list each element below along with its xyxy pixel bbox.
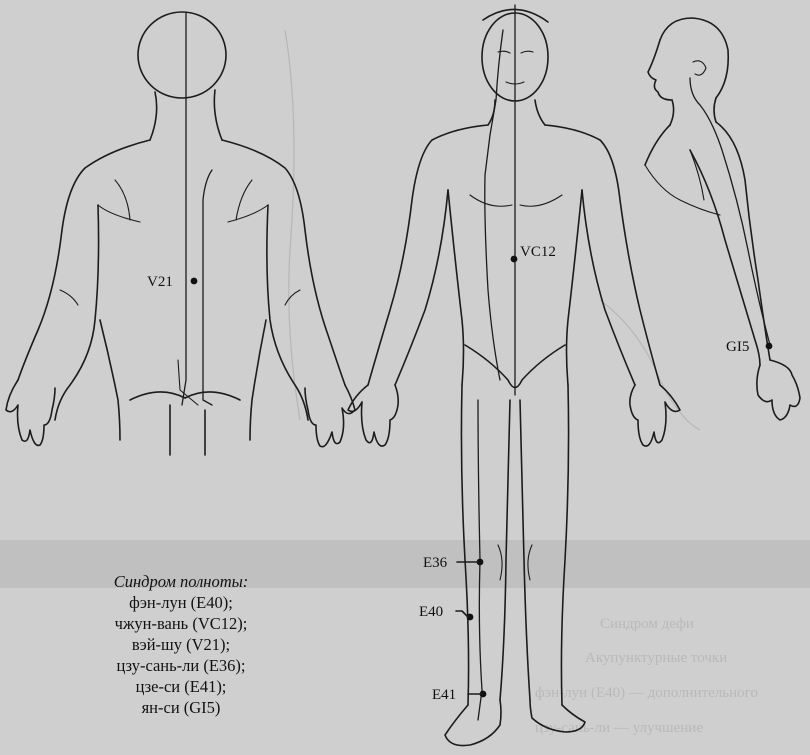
legend-item: вэй-шу (V21);: [66, 634, 296, 655]
back-left-flank: [100, 320, 120, 440]
back-right-arm-outer: [222, 140, 345, 385]
point-v21: [191, 278, 198, 285]
front-left-hand: [348, 385, 398, 446]
point-gi5: [766, 343, 773, 350]
front-left-foot: [445, 700, 501, 746]
side-ear: [693, 61, 706, 75]
bleed-line-2: Акупунктурные точки: [585, 650, 727, 666]
back-view-figure: V21: [6, 12, 355, 455]
back-right-elbow: [285, 290, 300, 305]
back-head: [138, 12, 226, 98]
back-left-scapula: [98, 205, 140, 222]
back-buttocks: [130, 392, 240, 400]
legend-item: фэн-лун (E40);: [66, 592, 296, 613]
front-right-eye: [521, 51, 533, 53]
back-right-scapula-edge: [236, 180, 252, 220]
back-left-hand: [6, 380, 55, 445]
label-vc12: VC12: [520, 244, 556, 260]
legend-item: цзу-сань-ли (E36);: [66, 655, 296, 676]
legend-item: чжун-вань (VC12);: [66, 613, 296, 634]
legend-item: ян-си (GI5): [66, 697, 296, 718]
leader-e40: [456, 611, 468, 617]
back-right-flank: [250, 320, 266, 440]
bleed-arm-outline: [600, 300, 700, 430]
side-hand: [757, 360, 800, 420]
front-left-pectoral: [470, 195, 512, 206]
label-e36: E36: [423, 555, 448, 571]
side-meridian-large-intestine: [690, 78, 770, 345]
label-v21: V21: [147, 274, 173, 290]
front-torso-right: [567, 190, 583, 385]
back-right-hand: [305, 385, 355, 447]
front-torso-left: [448, 190, 464, 385]
front-view-figure: VC12 E36 E40 E41: [348, 5, 680, 746]
front-right-pectoral: [520, 195, 562, 206]
side-neck-back: [714, 98, 716, 122]
side-face: [648, 40, 672, 100]
back-right-arm-inner: [267, 205, 308, 420]
side-view-figure: GI5: [645, 18, 800, 420]
bleed-line-4: цзу-сань-ли — улучшение: [535, 720, 703, 736]
back-meridian-center: [182, 12, 186, 405]
back-neck-left: [150, 92, 157, 140]
point-vc12: [511, 256, 518, 263]
bleed-line-3: фэн-лун (E40) — дополнительного: [535, 685, 758, 701]
bleed-figure-outline: [285, 30, 300, 420]
front-right-hand: [630, 385, 680, 446]
back-left-arm-outer: [18, 140, 150, 380]
back-neck-right: [214, 90, 222, 140]
side-chest: [645, 125, 670, 165]
back-meridian-bladder: [203, 170, 212, 405]
front-left-arm-inner: [395, 190, 448, 385]
legend-title: Синдром полноты:: [66, 571, 296, 592]
label-e40: E40: [419, 604, 443, 620]
back-sacrum-line: [178, 360, 198, 405]
bleed-line-1: Синдром дефи: [600, 616, 694, 632]
label-e41: E41: [432, 687, 456, 703]
side-neck-front: [670, 100, 674, 125]
legend-item: цзе-си (E41);: [66, 676, 296, 697]
back-left-scapula-edge: [115, 180, 130, 220]
front-left-arm-outer: [368, 125, 488, 385]
label-gi5: GI5: [726, 339, 749, 355]
front-right-arm-inner: [582, 190, 635, 385]
side-head-back: [660, 18, 728, 98]
back-right-scapula: [228, 205, 268, 222]
back-left-elbow: [60, 290, 78, 305]
legend-block: Синдром полноты: фэн-лун (E40); чжун-ван…: [66, 571, 296, 718]
front-neck-right: [535, 100, 545, 125]
